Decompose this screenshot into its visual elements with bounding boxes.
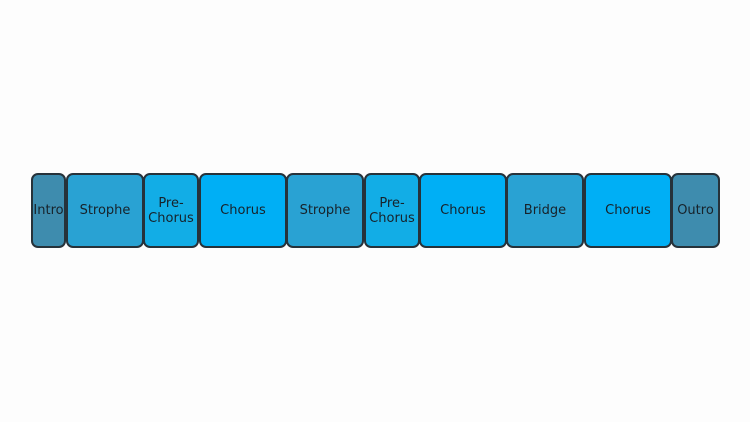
section-label: Intro bbox=[33, 203, 64, 218]
section-chorus-1[interactable]: Chorus bbox=[199, 173, 287, 248]
section-label: Pre- Chorus bbox=[369, 195, 415, 226]
section-outro[interactable]: Outro bbox=[671, 173, 720, 248]
section-intro[interactable]: Intro bbox=[31, 173, 66, 248]
section-label: Chorus bbox=[440, 203, 486, 218]
section-pre-chorus-1[interactable]: Pre- Chorus bbox=[143, 173, 199, 248]
song-structure-diagram: Intro Strophe Pre- Chorus Chorus Strophe… bbox=[31, 173, 720, 248]
section-label: Pre- Chorus bbox=[148, 195, 194, 226]
section-label: Bridge bbox=[523, 203, 567, 218]
section-pre-chorus-2[interactable]: Pre- Chorus bbox=[364, 173, 420, 248]
section-strophe-1[interactable]: Strophe bbox=[66, 173, 144, 248]
section-chorus-3[interactable]: Chorus bbox=[584, 173, 672, 248]
section-label: Outro bbox=[677, 203, 714, 218]
section-chorus-2[interactable]: Chorus bbox=[419, 173, 507, 248]
section-label: Strophe bbox=[299, 203, 351, 218]
section-strophe-2[interactable]: Strophe bbox=[286, 173, 364, 248]
section-label: Strophe bbox=[79, 203, 131, 218]
section-label: Chorus bbox=[220, 203, 266, 218]
section-bridge[interactable]: Bridge bbox=[506, 173, 584, 248]
section-label: Chorus bbox=[605, 203, 651, 218]
